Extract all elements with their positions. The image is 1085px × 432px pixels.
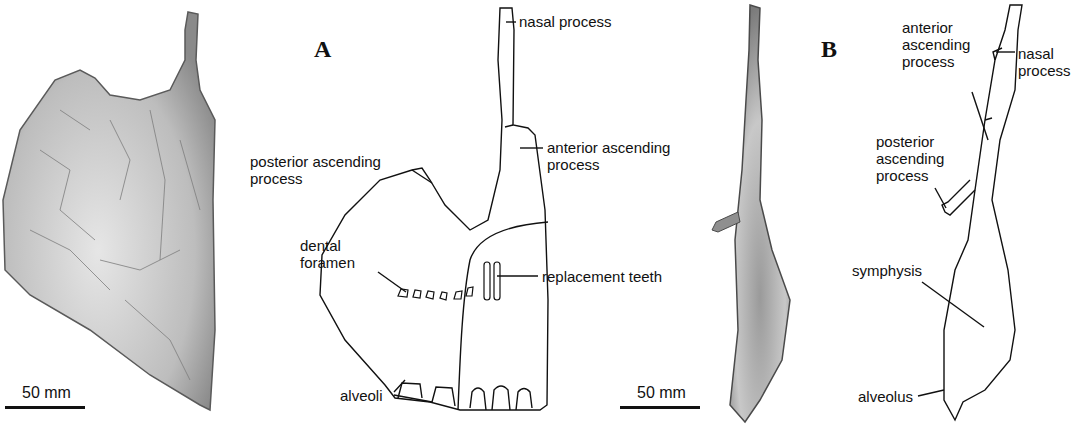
part-label: anterior ascending process <box>547 139 682 173</box>
replacement-teeth <box>484 262 500 300</box>
bone-photo <box>730 5 790 422</box>
panel-letter: B <box>821 36 837 62</box>
part-label: posterior ascending process <box>876 133 962 184</box>
part-label: replacement teeth <box>542 268 702 285</box>
scale-label: 50 mm <box>22 384 71 401</box>
part-label: anterior ascending process <box>902 19 988 70</box>
part-label: dental foramen <box>300 237 378 271</box>
bone-photo <box>3 12 215 410</box>
scale-bar <box>5 406 85 409</box>
part-label: nasal process <box>519 13 649 30</box>
part-label: nasal process <box>1018 45 1080 79</box>
bone-outline <box>320 8 548 410</box>
panel-letter: A <box>314 36 331 62</box>
scale-bar <box>620 406 700 409</box>
leader-line <box>378 22 1015 402</box>
bone-texture <box>30 110 200 380</box>
dental-foramina <box>398 287 473 300</box>
part-label: posterior ascending process <box>250 153 400 187</box>
scale-label: 50 mm <box>637 384 686 401</box>
part-label: symphysis <box>852 262 922 279</box>
bone-photo <box>712 212 740 232</box>
part-label: alveoli <box>340 387 383 404</box>
part-label: alveolus <box>858 388 913 405</box>
